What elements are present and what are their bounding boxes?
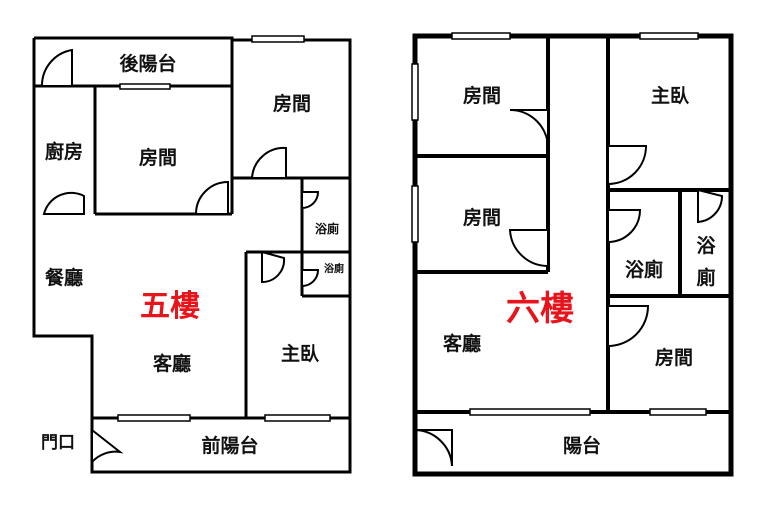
floor6-window-1 [451,32,511,40]
floor6-title: 六樓 [506,289,574,329]
floor6-window-5 [469,408,591,416]
floor5-label-kitchen: 廚房 [45,140,83,163]
floor5-label-front-balcony: 前陽台 [201,434,258,457]
floor6-label-room-c: 房間 [655,346,693,369]
floor5-label-rear-balcony: 後陽台 [119,52,176,75]
floor5-door-room-b [194,180,229,215]
floor6-door-room-c [607,305,650,348]
floor5-title: 五樓 [140,289,200,324]
floor6-window-6 [649,408,707,416]
floor6-door-balcony [414,429,453,467]
floor5-door-bath-b [301,269,320,288]
floor6-label-room-a: 房間 [463,84,501,107]
floor5-label-bath-b: 浴廁 [324,262,344,275]
floor6-door-bath-a [607,209,642,244]
floor6-label-master: 主臥 [651,85,690,107]
floor5-label-entrance: 門口 [41,433,75,453]
floor5-door-room-a [250,146,287,179]
floor5-label-room-b: 房間 [139,146,177,169]
floor5-door-master [261,250,286,284]
floor6-label-bath-a: 浴廁 [625,258,663,281]
floor6-window-4 [411,185,419,243]
floor6-door-master [607,145,648,186]
floor5-door-rear-balcony [40,48,73,87]
floor6-door-room-b [508,229,549,268]
floor5-window-4 [264,414,331,422]
floor6-label-balcony: 陽台 [563,434,601,457]
floor5-label-living: 客廳 [153,352,191,375]
floor6-window-2 [639,32,699,40]
floor6-label-bath-b-2: 廁 [696,266,715,289]
floor6-outer-walls [412,33,734,477]
floor6-label-room-b: 房間 [463,206,501,229]
floor5-window-1 [251,35,305,43]
floor6-door-room-a [509,109,549,149]
floor5-door-entrance [91,427,124,465]
floor5-label-bath-a: 浴廁 [315,221,339,236]
floor5-label-room-a: 房間 [273,92,311,115]
floor6-window-3 [411,63,419,121]
floor6-door-bath-b [697,188,724,224]
floor6-label-bath-b-1: 浴 [696,235,716,257]
floor6-plan: 房間 房間 主臥 浴廁 浴 廁 六樓 客廳 房間 陽台 [411,32,734,477]
floor5-plan: 後陽台 廚房 房間 房間 浴廁 浴廁 餐廳 五樓 客廳 主臥 前陽台 門口 [32,35,352,474]
floor5-window-2 [119,83,171,90]
floor5-label-master: 主臥 [281,343,320,365]
floor5-door-bath-a [301,191,320,210]
floor6-label-living: 客廳 [443,332,481,355]
floor5-door-kitchen [42,191,85,215]
floor5-window-3 [117,414,191,422]
floor5-label-dining: 餐廳 [45,266,83,289]
